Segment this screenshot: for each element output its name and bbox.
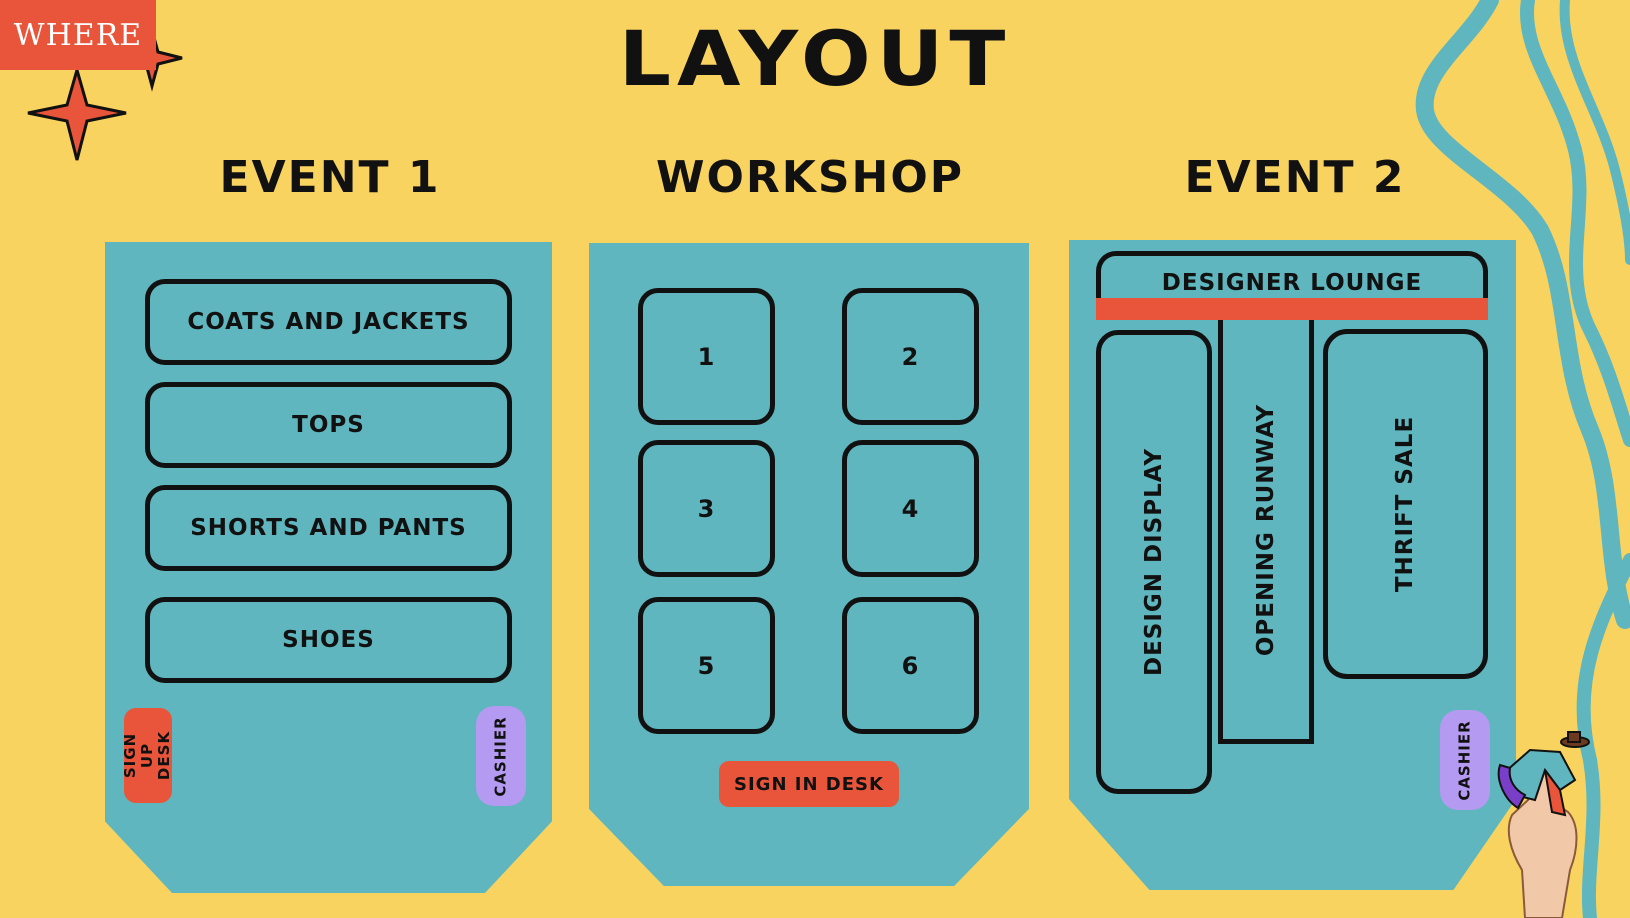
zone-tops: TOPS bbox=[145, 382, 512, 468]
thrift-sale: THRIFT SALE bbox=[1323, 329, 1488, 679]
workshop-station-6: 6 bbox=[842, 597, 979, 734]
wavy-lines-decoration bbox=[1415, 0, 1630, 918]
workshop-station-1: 1 bbox=[638, 288, 775, 425]
where-tag: WHERE bbox=[0, 0, 156, 70]
cashier-event2: CASHIER bbox=[1440, 710, 1490, 810]
signup-desk: SIGN UP DESK bbox=[122, 708, 174, 803]
signin-desk: SIGN IN DESK bbox=[719, 761, 899, 807]
workshop-heading: WORKSHOP bbox=[655, 152, 965, 203]
clothes-icon bbox=[1497, 731, 1590, 817]
workshop-station-4: 4 bbox=[842, 440, 979, 577]
event2-heading: EVENT 2 bbox=[1184, 152, 1406, 203]
zone-shorts-and-pants: SHORTS AND PANTS bbox=[145, 485, 512, 571]
workshop-station-5: 5 bbox=[638, 597, 775, 734]
four-point-star-icon bbox=[27, 64, 127, 161]
event1-heading: EVENT 1 bbox=[219, 152, 441, 203]
zone-shoes: SHOES bbox=[145, 597, 512, 683]
cashier-event1: CASHIER bbox=[476, 706, 526, 806]
workshop-station-2: 2 bbox=[842, 288, 979, 425]
workshop-station-3: 3 bbox=[638, 440, 775, 577]
opening-runway: OPENING RUNWAY bbox=[1218, 320, 1314, 744]
zone-coats-and-jackets: COATS AND JACKETS bbox=[145, 279, 512, 365]
designer-lounge-bar bbox=[1096, 298, 1488, 320]
page-title: LAYOUT bbox=[618, 15, 1012, 104]
design-display: DESIGN DISPLAY bbox=[1096, 330, 1212, 794]
